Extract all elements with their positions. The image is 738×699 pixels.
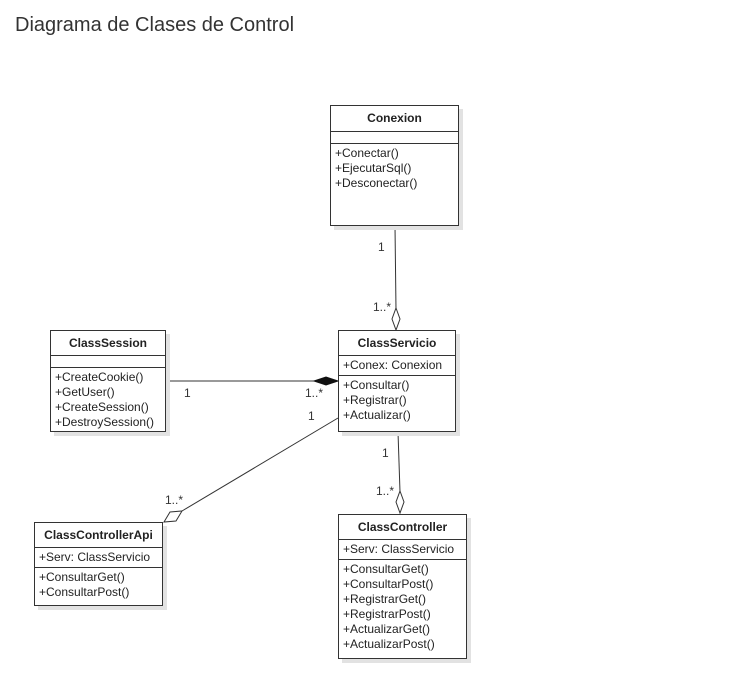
class-operations: +ConsultarGet() +ConsultarPost() <box>35 568 162 602</box>
aggregation-diamond-api <box>163 510 183 523</box>
operation: +ActualizarGet() <box>343 622 431 636</box>
class-session[interactable]: ClassSession +CreateCookie() +GetUser() … <box>50 330 166 432</box>
operation: +Conectar() <box>335 146 399 160</box>
class-operations: +Conectar() +EjecutarSql() +Desconectar(… <box>331 144 458 193</box>
aggregation-diamond-controller <box>395 489 405 515</box>
aggregation-diamond-servicio-top <box>391 306 401 332</box>
class-conexion[interactable]: Conexion +Conectar() +EjecutarSql() +Des… <box>330 105 459 226</box>
mult-conexion-1: 1 <box>378 240 385 254</box>
operation: +Registrar() <box>343 393 407 407</box>
mult-servicio-api-1: 1 <box>308 409 315 423</box>
class-name: ClassServicio <box>339 331 455 356</box>
class-operations: +Consultar() +Registrar() +Actualizar() <box>339 376 455 425</box>
mult-servicio-left-many: 1..* <box>305 386 324 400</box>
class-name: ClassController <box>339 515 466 540</box>
operation: +EjecutarSql() <box>335 161 412 175</box>
operation: +DestroySession() <box>55 415 155 429</box>
class-attributes <box>51 356 165 368</box>
class-attributes <box>331 132 458 144</box>
class-attributes: +Conex: Conexion <box>339 356 455 376</box>
assoc-servicio-api[interactable] <box>181 417 339 512</box>
operation: +RegistrarPost() <box>343 607 431 621</box>
class-name: ClassSession <box>51 331 165 356</box>
operation: +ConsultarGet() <box>343 562 429 576</box>
class-controller-api[interactable]: ClassControllerApi +Serv: ClassServicio … <box>34 522 163 606</box>
class-name: ClassControllerApi <box>35 523 162 548</box>
assoc-servicio-controller[interactable] <box>397 431 401 493</box>
mult-controller-many: 1..* <box>376 484 395 498</box>
operation: +GetUser() <box>55 385 115 399</box>
operation: +CreateCookie() <box>55 370 144 384</box>
class-operations: +CreateCookie() +GetUser() +CreateSessio… <box>51 368 165 432</box>
class-servicio[interactable]: ClassServicio +Conex: Conexion +Consulta… <box>338 330 456 432</box>
class-operations: +ConsultarGet() +ConsultarPost() +Regist… <box>339 560 466 654</box>
operation: +Consultar() <box>343 378 410 392</box>
attribute: +Conex: Conexion <box>343 358 443 372</box>
class-controller[interactable]: ClassController +Serv: ClassServicio +Co… <box>338 514 467 659</box>
operation: +ConsultarGet() <box>39 570 125 584</box>
mult-servicio-controller-1: 1 <box>382 446 389 460</box>
class-attributes: +Serv: ClassServicio <box>35 548 162 568</box>
operation: +ConsultarPost() <box>39 585 130 599</box>
mult-servicio-top-many: 1..* <box>373 300 392 314</box>
assoc-conexion-servicio[interactable] <box>394 225 397 311</box>
composition-diamond-servicio-left <box>312 376 340 386</box>
class-name: Conexion <box>331 106 458 132</box>
mult-session-1: 1 <box>184 386 191 400</box>
operation: +CreateSession() <box>55 400 149 414</box>
attribute: +Serv: ClassServicio <box>39 550 151 564</box>
class-attributes: +Serv: ClassServicio <box>339 540 466 560</box>
operation: +Actualizar() <box>343 408 411 422</box>
operation: +ActualizarPost() <box>343 637 435 651</box>
mult-api-many: 1..* <box>165 493 184 507</box>
operation: +RegistrarGet() <box>343 592 427 606</box>
operation: +ConsultarPost() <box>343 577 434 591</box>
page-title: Diagrama de Clases de Control <box>15 14 295 36</box>
attribute: +Serv: ClassServicio <box>343 542 455 556</box>
operation: +Desconectar() <box>335 176 418 190</box>
